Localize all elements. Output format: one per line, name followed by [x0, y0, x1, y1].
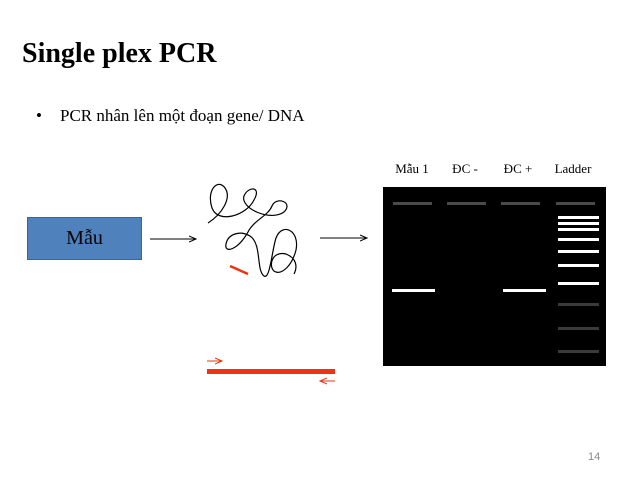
gel-band-positive-control [503, 289, 546, 292]
ladder-band [558, 282, 599, 285]
bullet-text: PCR nhân lên một đoạn gene/ DNA [60, 106, 305, 125]
bullet-item: • PCR nhân lên một đoạn gene/ DNA [36, 106, 305, 126]
ladder-bands [558, 216, 599, 353]
ladder-band [558, 264, 599, 267]
gel-well [393, 202, 432, 205]
lane-label-ladder: Ladder [554, 161, 592, 176]
lane-label-sample: Mẫu 1 [395, 161, 429, 176]
ladder-band [558, 228, 599, 231]
ladder-band [558, 327, 599, 330]
sample-box: Mẫu [27, 217, 142, 260]
ladder-band [558, 216, 599, 219]
gel-band-sample [392, 289, 435, 292]
dna-strand [207, 183, 298, 277]
slide-title: Single plex PCR [22, 38, 217, 69]
ladder-band [558, 222, 599, 225]
page-number: 14 [588, 451, 601, 463]
ladder-band [558, 350, 599, 353]
bullet-dot: • [36, 106, 42, 125]
gel-background [383, 187, 606, 366]
lane-label-negative-control: ĐC - [452, 161, 478, 176]
gel-well [556, 202, 595, 205]
ladder-band [558, 250, 599, 253]
lane-label-positive-control: ĐC + [503, 161, 533, 176]
amplified-product [207, 369, 335, 374]
target-segment [229, 264, 249, 276]
ladder-band [558, 303, 599, 306]
gel-well [447, 202, 486, 205]
gel-well [501, 202, 540, 205]
ladder-band [558, 238, 599, 241]
sample-box-label: Mẫu [66, 227, 103, 249]
gel [383, 187, 606, 366]
